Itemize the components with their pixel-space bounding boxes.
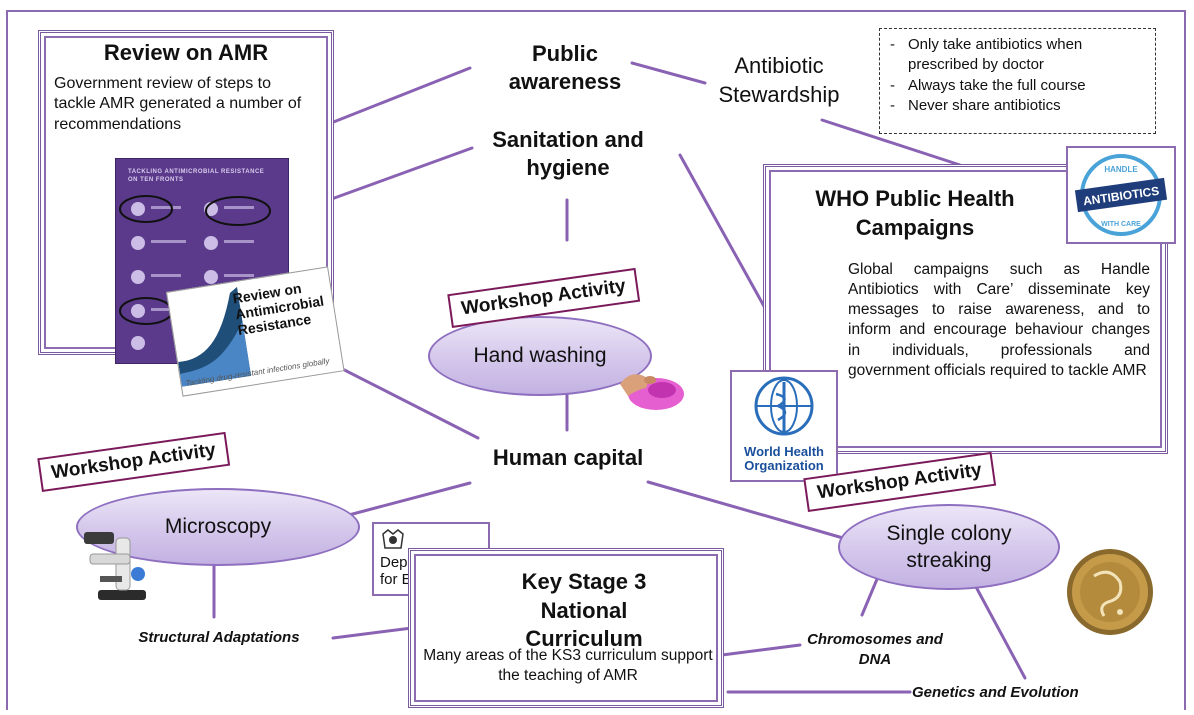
tip-text: Only take antibiotics when prescribed by… (908, 36, 1083, 74)
tip-text: Never share antibiotics (908, 96, 1061, 114)
line-human-streaking (646, 480, 852, 542)
hand-washing-label: Hand washing (473, 344, 607, 368)
who-text: Global campaigns such as Handle Antibiot… (848, 261, 1150, 379)
ks3-title: Key Stage 3 National Curriculum (521, 569, 647, 652)
handle-antibiotics-badge: ANTIBIOTICS HANDLE WITH CARE (1066, 146, 1176, 244)
hands-icon (620, 374, 684, 410)
who-logo-line1: World Health (744, 444, 824, 459)
review-amr-title: Review on AMR (103, 40, 269, 65)
topic-genetics-evolution: Genetics and Evolution (912, 684, 1079, 701)
microscope-image (76, 524, 166, 604)
who-logo-line2: Organization (744, 458, 824, 474)
who-title: WHO Public Health Campaigns (815, 186, 1015, 240)
tip-item: -Never share antibiotics (890, 96, 1145, 116)
line-human-microscopy (343, 481, 472, 518)
streaking-label: Single colony streaking (886, 521, 1012, 572)
tip-item: -Only take antibiotics when prescribed b… (890, 35, 1145, 76)
hand-washing-image (616, 362, 688, 414)
badge-top-text: HANDLE (1104, 165, 1138, 174)
line-ks3-chromosomes (720, 643, 802, 657)
crest-icon (382, 529, 404, 549)
topic-chromosomes-dna: Chromosomes and DNA (807, 631, 943, 668)
node-human-capital: Human capital (492, 445, 644, 470)
cover-title: Review on Antimicrobial Resistance (231, 279, 325, 339)
hand-washing-ellipse: Hand washing (428, 316, 652, 396)
badge-bottom-text: WITH CARE (1101, 221, 1141, 228)
antibiotics-badge-icon: ANTIBIOTICS HANDLE WITH CARE (1074, 154, 1168, 236)
line-stewardship-who (820, 118, 962, 167)
microscope-icon (84, 532, 146, 600)
line-structural-ks3 (331, 626, 414, 640)
ks3-text: Many areas of the KS3 curriculum support… (423, 647, 713, 685)
line-streaking-genetics (973, 583, 1027, 680)
agar-plate-image (1064, 546, 1156, 638)
node-antibiotic-stewardship: Antibiotic Stewardship (718, 53, 840, 107)
node-sanitation: Sanitation and hygiene (492, 127, 644, 180)
node-public-awareness: Public awareness (508, 41, 622, 94)
review-amr-text: Government review of steps to tackle AMR… (54, 75, 302, 133)
tip-item: -Always take the full course (890, 76, 1145, 96)
microscopy-ellipse: Microscopy (76, 488, 360, 566)
outer-frame (6, 10, 1186, 710)
cover-graph (178, 286, 252, 387)
poster-heading: TACKLING ANTIMICROBIAL RESISTANCE ON TEN… (128, 169, 265, 183)
line-sanitation-who (678, 153, 767, 310)
ks3-box (408, 548, 724, 708)
who-logo: World Health Organization (730, 370, 838, 482)
topic-structural-adaptations: Structural Adaptations (138, 629, 300, 646)
line-awareness-stewardship (630, 61, 707, 85)
who-emblem-icon (754, 376, 814, 436)
microscopy-label: Microscopy (164, 515, 272, 539)
streaking-ellipse: Single colony streaking (838, 504, 1060, 590)
stewardship-tips-box: -Only take antibiotics when prescribed b… (879, 28, 1156, 134)
tip-text: Always take the full course (908, 76, 1086, 94)
agar-plate-icon (1067, 549, 1153, 635)
review-cover: Review on Antimicrobial Resistance Tackl… (166, 266, 345, 397)
